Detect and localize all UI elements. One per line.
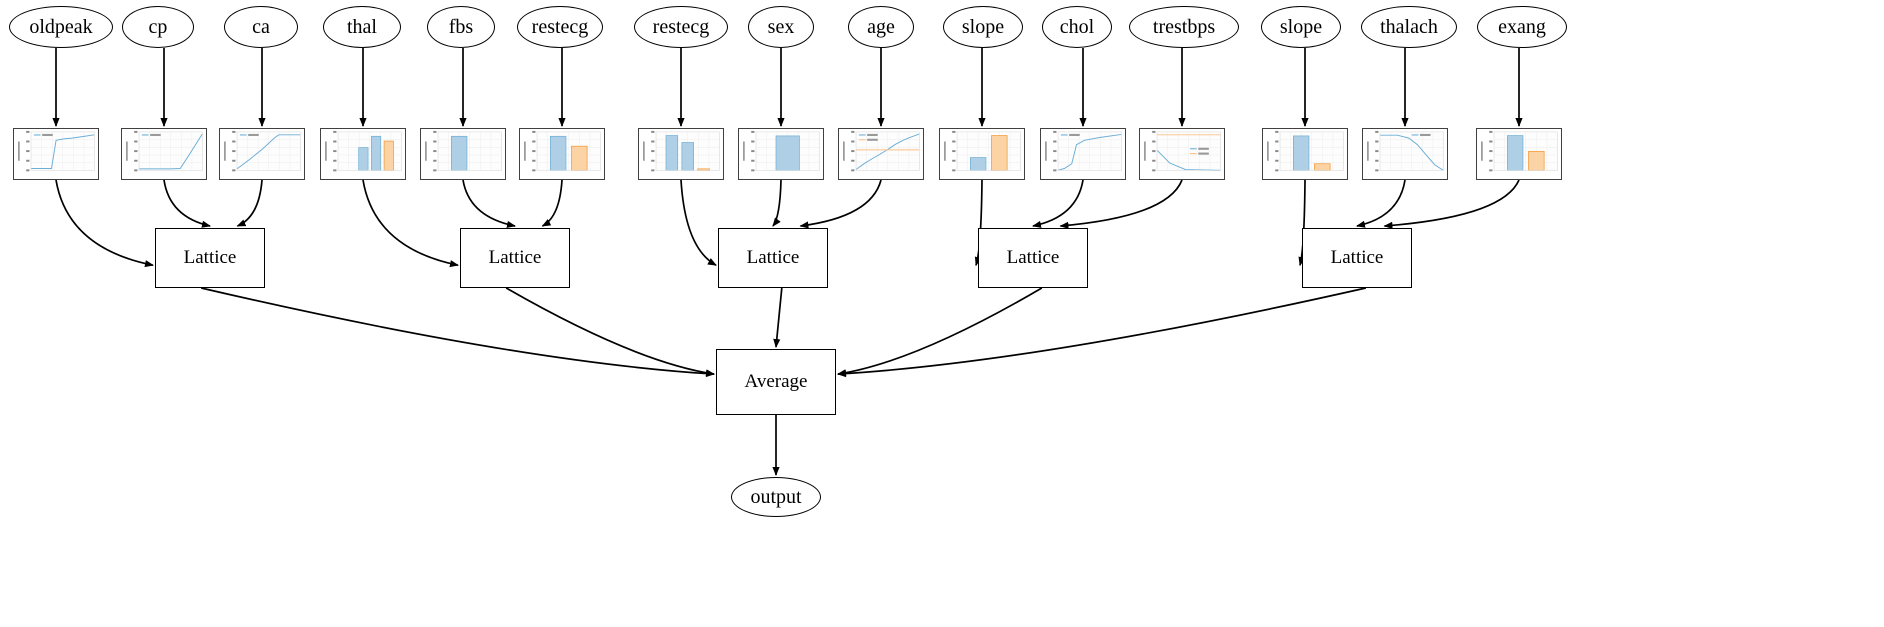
feature-node-age[interactable]: age [848,6,914,48]
calibration-plot-restecg-6[interactable] [638,128,724,180]
lattice-node-2[interactable]: Lattice [718,228,828,288]
feature-node-thal[interactable]: thal [323,6,401,48]
lattice-node-label: Lattice [488,247,542,268]
feature-node-label: oldpeak [29,16,93,38]
feature-node-trestbps[interactable]: trestbps [1129,6,1239,48]
feature-node-sex[interactable]: sex [748,6,814,48]
feature-node-label: trestbps [1152,16,1216,38]
calibration-plot-cp-1[interactable] [121,128,207,180]
calibration-plot-exang-14[interactable] [1476,128,1562,180]
lattice-node-label: Lattice [746,247,800,268]
calibration-plot-thal-3[interactable] [320,128,406,180]
calibration-plot-slope-9[interactable] [939,128,1025,180]
feature-node-fbs[interactable]: fbs [427,6,495,48]
feature-node-oldpeak[interactable]: oldpeak [9,6,113,48]
lattice-node-label: Lattice [1330,247,1384,268]
calibration-plot-chol-10[interactable] [1040,128,1126,180]
feature-node-slope_a[interactable]: slope [943,6,1023,48]
lattice-node-label: Lattice [183,247,237,268]
feature-node-label: exang [1498,16,1546,38]
feature-node-restecg_a[interactable]: restecg [517,6,603,48]
feature-node-label: slope [1279,16,1323,38]
feature-node-label: cp [148,16,168,38]
calibration-plot-fbs-4[interactable] [420,128,506,180]
lattice-node-4[interactable]: Lattice [1302,228,1412,288]
feature-node-exang[interactable]: exang [1477,6,1567,48]
feature-node-slope_b[interactable]: slope [1261,6,1341,48]
calibration-plot-oldpeak-0[interactable] [13,128,99,180]
lattice-node-0[interactable]: Lattice [155,228,265,288]
feature-node-label: ca [252,16,270,38]
calibration-plot-thalach-13[interactable] [1362,128,1448,180]
feature-node-cp[interactable]: cp [122,6,194,48]
lattice-node-label: Lattice [1006,247,1060,268]
feature-node-label: sex [767,16,795,38]
calibration-plot-slope-12[interactable] [1262,128,1348,180]
calibration-plot-sex-7[interactable] [738,128,824,180]
calibration-plot-ca-2[interactable] [219,128,305,180]
feature-node-label: restecg [531,16,589,38]
calibration-plot-age-8[interactable] [838,128,924,180]
average-node[interactable]: Average [716,349,836,415]
output-node[interactable]: output [731,477,821,517]
feature-node-ca[interactable]: ca [224,6,298,48]
feature-node-restecg_b[interactable]: restecg [634,6,728,48]
lattice-node-1[interactable]: Lattice [460,228,570,288]
feature-node-label: fbs [448,16,474,38]
feature-node-thalach[interactable]: thalach [1361,6,1457,48]
feature-node-label: chol [1059,16,1095,38]
average-node-label: Average [744,371,808,392]
feature-node-label: restecg [652,16,710,38]
calibration-plot-restecg-5[interactable] [519,128,605,180]
output-node-label: output [750,486,802,508]
feature-node-label: thal [347,16,377,38]
calibration-plot-trestbps-11[interactable] [1139,128,1225,180]
feature-node-label: slope [961,16,1005,38]
feature-node-chol[interactable]: chol [1042,6,1112,48]
feature-node-label: thalach [1380,16,1438,38]
feature-node-label: age [867,16,895,38]
lattice-node-3[interactable]: Lattice [978,228,1088,288]
